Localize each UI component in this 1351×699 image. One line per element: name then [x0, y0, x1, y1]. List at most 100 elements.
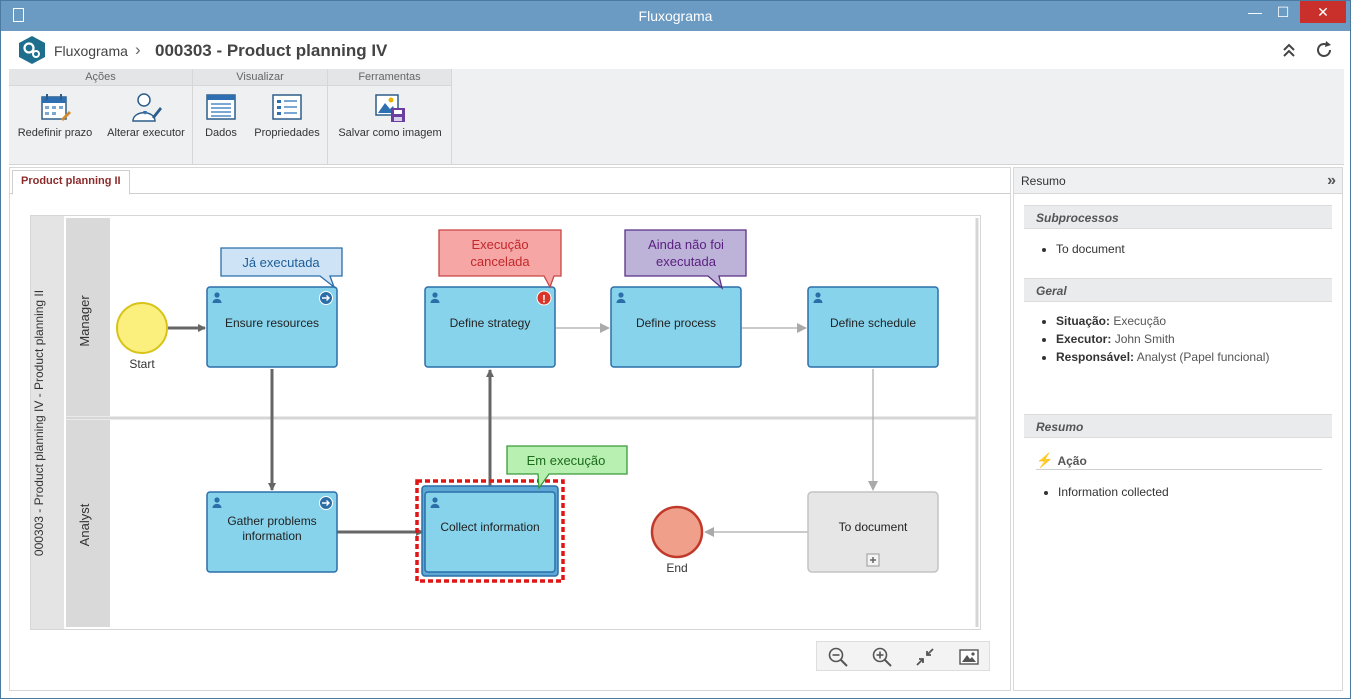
salvar-como-imagem-label: Salvar como imagem	[338, 127, 442, 139]
geral-list: Situação: Execução Executor: John Smith …	[1038, 314, 1269, 368]
lane-header-manager	[66, 218, 110, 416]
current-task-highlight	[415, 479, 565, 583]
callout-text-line-2: executada	[656, 254, 717, 269]
breadcrumb-app[interactable]: Fluxograma	[54, 43, 128, 59]
image-icon[interactable]	[958, 646, 980, 668]
task-define-process[interactable]: Define process	[610, 286, 742, 368]
propriedades-button[interactable]: Propriedades	[249, 91, 325, 139]
task-label-line-2: information	[242, 529, 301, 543]
lane-label-analyst: Analyst	[77, 503, 92, 546]
section-resumo-header[interactable]: Resumo	[1024, 414, 1332, 438]
task-collect-information[interactable]: Collect information	[415, 479, 565, 583]
save-image-icon	[375, 94, 405, 122]
responsavel-item: Responsável: Analyst (Papel funcional)	[1056, 350, 1269, 364]
ribbon-toolbar: Ações Redefinir prazo	[9, 69, 1344, 165]
dados-label: Dados	[205, 127, 237, 139]
executor-item: Executor: John Smith	[1056, 332, 1269, 346]
page-title: 000303 - Product planning IV	[155, 41, 388, 60]
acao-list: Information collected	[1040, 485, 1169, 503]
task-label: Define schedule	[830, 316, 916, 330]
list-item: Information collected	[1058, 485, 1169, 499]
callout-text: Já executada	[242, 255, 320, 270]
diagram-panel: Product planning II 000303 - Product pla…	[9, 167, 1011, 691]
list-item[interactable]: To document	[1056, 242, 1125, 256]
ribbon-group-title: Ferramentas	[328, 69, 451, 86]
task-define-schedule[interactable]: Define schedule	[807, 286, 939, 368]
window-title: Fluxograma	[638, 8, 713, 24]
ribbon-group-visualizar: Visualizar Dados Propriedades	[193, 69, 328, 165]
zoom-toolbar	[816, 641, 990, 671]
maximize-button[interactable]: ☐	[1276, 4, 1290, 20]
section-subprocessos-header[interactable]: Subprocessos	[1024, 205, 1332, 229]
task-label: Define process	[636, 316, 716, 330]
pool-header	[31, 216, 64, 629]
executor-label: Executor:	[1056, 332, 1112, 346]
app-logo-icon	[19, 36, 45, 64]
lane-header-analyst	[66, 420, 110, 627]
callout-text-line-1: Ainda não foi	[648, 237, 724, 252]
task-define-strategy[interactable]: ! Define strategy	[424, 286, 556, 368]
error-icon	[536, 290, 552, 306]
tab-product-planning-ii[interactable]: Product planning II	[12, 170, 130, 195]
document-icon	[13, 8, 24, 22]
redefinir-prazo-label: Redefinir prazo	[17, 127, 93, 139]
side-panel-title: Resumo	[1021, 174, 1066, 188]
pool-label: 000303 - Product planning IV - Product p…	[32, 290, 46, 556]
zoom-out-icon[interactable]	[827, 646, 849, 668]
task-gather-problems-information[interactable]: Gather problems information	[206, 491, 338, 573]
acao-header: ⚡Ação	[1036, 452, 1322, 470]
collapse-panel-icon[interactable]: »	[1327, 172, 1336, 189]
salvar-como-imagem-button[interactable]: Salvar como imagem	[332, 91, 448, 139]
fit-icon[interactable]	[914, 646, 936, 668]
subprocessos-list: To document	[1038, 242, 1125, 260]
callout-text: Em execução	[527, 453, 606, 468]
callout-in-progress: Em execução	[506, 445, 628, 490]
header-bar: Fluxograma › 000303 - Product planning I…	[9, 31, 1344, 69]
svg-text:!: !	[542, 294, 546, 306]
breadcrumb-separator: ›	[135, 40, 141, 59]
properties-icon	[272, 94, 302, 120]
end-label: End	[666, 561, 687, 575]
task-label: Define strategy	[450, 316, 531, 330]
alterar-executor-label: Alterar executor	[107, 127, 185, 139]
executor-value: John Smith	[1114, 332, 1175, 346]
callout-text-line-1: Execução	[471, 237, 528, 252]
situacao-label: Situação:	[1056, 314, 1111, 328]
close-button[interactable]: ✕	[1300, 1, 1346, 23]
ribbon-group-acoes: Ações Redefinir prazo	[9, 69, 193, 165]
start-event[interactable]	[116, 302, 168, 354]
task-label-line-1: Gather problems	[227, 514, 316, 528]
dados-button[interactable]: Dados	[199, 91, 243, 139]
alterar-executor-button[interactable]: Alterar executor	[103, 91, 189, 139]
responsavel-label: Responsável:	[1056, 350, 1135, 364]
refresh-icon[interactable]	[1314, 40, 1334, 60]
start-label: Start	[129, 357, 155, 371]
section-geral-header[interactable]: Geral	[1024, 278, 1332, 302]
subprocess-label: To document	[839, 520, 908, 534]
lane-label-manager: Manager	[77, 295, 92, 347]
zoom-in-icon[interactable]	[871, 646, 893, 668]
side-panel-header: Resumo »	[1014, 168, 1342, 194]
situacao-item: Situação: Execução	[1056, 314, 1269, 328]
collapse-up-icon[interactable]	[1281, 41, 1297, 59]
tab-bar: Product planning II	[10, 168, 1010, 195]
responsavel-value: Analyst (Papel funcional)	[1136, 350, 1270, 364]
end-event[interactable]	[650, 505, 704, 559]
callout-cancelled: Execução cancelada	[438, 229, 562, 289]
flowchart-diagram: 000303 - Product planning IV - Product p…	[30, 215, 981, 630]
task-ensure-resources[interactable]: Ensure resources	[206, 286, 338, 368]
propriedades-label: Propriedades	[254, 127, 320, 139]
user-edit-icon	[132, 93, 162, 122]
summary-side-panel: Resumo » Subprocessos To document Geral …	[1013, 167, 1343, 691]
task-label: Ensure resources	[225, 316, 319, 330]
minimize-button[interactable]: —	[1248, 4, 1262, 20]
callout-text-line-2: cancelada	[470, 254, 530, 269]
data-form-icon	[206, 94, 236, 120]
task-label: Collect information	[440, 520, 539, 534]
redefinir-prazo-button[interactable]: Redefinir prazo	[15, 91, 95, 139]
lightning-icon: ⚡	[1036, 452, 1054, 468]
calendar-icon	[41, 94, 71, 121]
callout-not-executed: Ainda não foi executada	[624, 229, 747, 290]
subprocess-to-document[interactable]: To document	[807, 491, 939, 573]
